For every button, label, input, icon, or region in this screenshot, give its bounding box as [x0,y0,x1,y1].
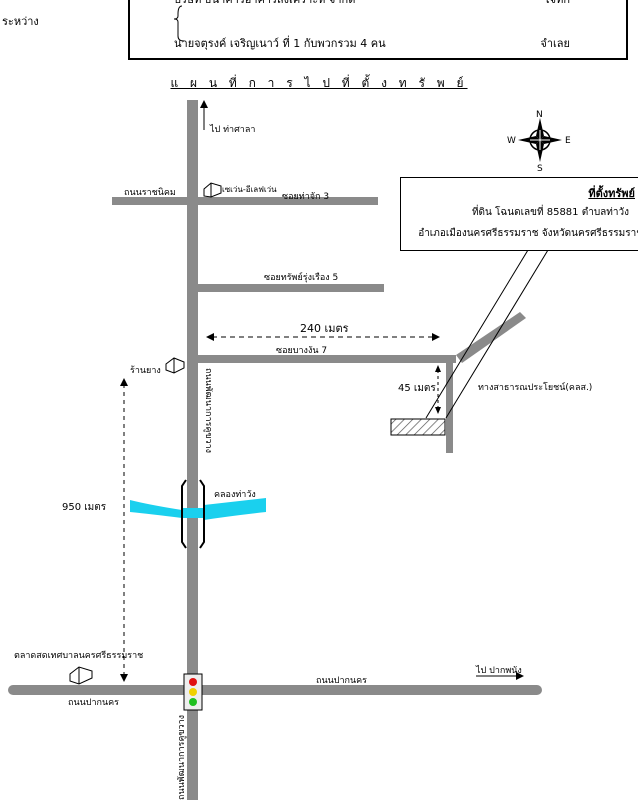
label-ratchanikhom: ถนนราชนิคม [124,187,176,198]
property-parcel [390,418,446,436]
callout-line1: ที่ดิน โฉนดเลขที่ 85881 ตำบลท่าวัง [471,207,629,218]
label-dist-950: 950 เมตร [62,502,107,513]
case-header-box: บริษัท ธนาคารอาคารสงเคราะห์ จำกัด โจทก์ … [2,0,628,60]
canal-under-bridge [182,508,204,518]
defendant-name: นายจตุรงค์ เจริญเนาว์ ที่ 1 กับพวกรวม 4 … [174,37,386,50]
label-bottom-road: ถนนพัฒนาการคูขวาง [177,715,187,800]
compass-e: E [565,136,571,146]
label-soi-bangngan7: ซอยบางงัน 7 [276,346,327,356]
callout-pointer-1 [425,249,529,419]
bridge-right [199,479,205,549]
map-title: แ ผ น ที่ ก า ร ไ ป ที่ ตั้ ง ท รั พ ย์ [170,76,468,90]
label-soi-thachak3: ซอยท่าจัก 3 [282,192,329,202]
label-to-pakphanang: ไป ปากพนัง [475,665,522,676]
plaintiff-role: โจทก์ [544,0,570,8]
bridge-left [181,479,187,549]
label-soi-sapruang5: ซอยทรัพย์รุ่งเรือง 5 [264,271,338,283]
label-dist-45: 45 เมตร [398,383,436,394]
label-public-way: ทางสาธารณประโยชน์(คลส.) [478,381,592,393]
defendant-role: จำเลย [540,37,570,50]
callout-line2: อำเภอเมืองนครศรีธรรมราช จังหวัดนครศรีธรร… [418,228,638,239]
between-label: ระหว่าง [2,15,39,28]
dim-240-arrow-right [432,333,440,341]
canal-right [204,498,266,520]
callout-title: ที่ตั้งทรัพย์ [588,187,635,200]
dim-950-arrow-up [120,378,128,386]
road-thachak3 [112,197,378,205]
compass-n: N [536,110,543,120]
label-seven-eleven: เซเว่น-อีเลฟเว่น [222,185,277,194]
dim-45-arrow-down [435,407,441,414]
callout-pointer-2 [445,249,549,419]
label-paknakhon-right: ถนนปากนคร [316,676,367,686]
road-sapruang5 [198,284,384,292]
plaintiff-name: บริษัท ธนาคารอาคารสงเคราะห์ จำกัด [174,0,355,8]
canal-left [130,500,182,518]
compass-rose [518,118,562,162]
road-diagonal [456,312,526,363]
label-canal: คลองท่าวัง [214,490,256,500]
road-bangngan7 [198,355,456,363]
label-paknakhon-left: ถนนปากนคร [68,698,119,708]
property-callout: ที่ตั้งทรัพย์ ที่ดิน โฉนดเลขที่ 85881 ตำ… [400,177,638,251]
dim-950-arrow-down [120,674,128,682]
label-to-thasala: ไป ท่าศาลา [209,124,255,135]
label-main-road: ถนนพัฒนาการคูขวาง [203,368,213,453]
dim-240-arrow-left [206,333,214,341]
compass-w: W [507,136,516,146]
road-paknakhon [8,685,542,695]
main-vertical-road [187,100,198,800]
compass-s: S [537,164,543,174]
label-dist-240: 240 เมตร [300,322,349,335]
header-bracket [173,5,185,42]
traffic-light-icon [183,673,203,711]
market-icon [69,666,93,685]
dim-45-arrow-up [435,365,441,372]
label-tire-shop: ร้านยาง [130,365,161,376]
tire-shop-icon [165,357,185,374]
label-market: ตลาดสดเทศบาลนครศรีธรรมราช [14,650,143,661]
shop-icon [203,182,222,198]
road-public-way [446,363,453,453]
